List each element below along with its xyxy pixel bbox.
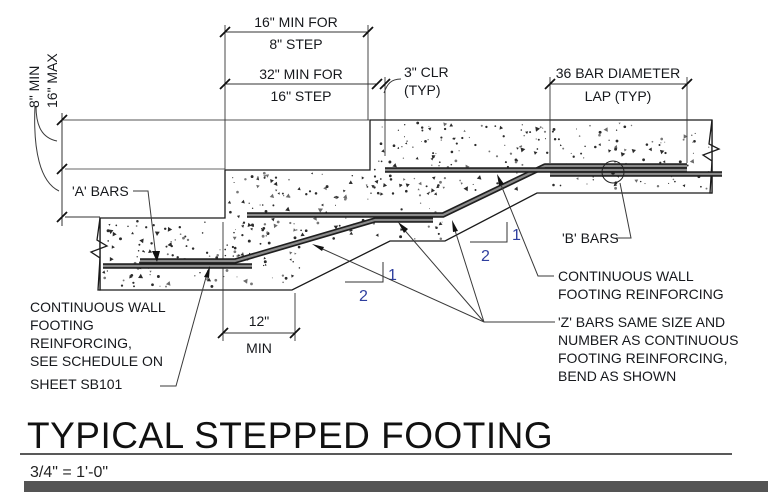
dim-clr-line1: 3" CLR (404, 64, 449, 80)
label-cont-left-2: FOOTING (30, 317, 94, 333)
label-b-bars: 'B' BARS (562, 230, 619, 246)
dim-lap-line1: 36 BAR DIAMETER (556, 65, 680, 81)
dim-run16-line2: 16" STEP (271, 88, 332, 104)
drawing-scale: 3/4" = 1'-0" (30, 464, 108, 481)
dim-12min-line2: MIN (246, 340, 272, 356)
label-z-bars-4: BEND AS SHOWN (558, 368, 676, 384)
b-bar-end-dot (611, 171, 615, 175)
dim-lap-line2: LAP (TYP) (585, 88, 652, 104)
slope-indicator-2: 1 2 (470, 222, 521, 265)
dimension-lines (56, 26, 693, 339)
slope-indicator-1: 1 2 (345, 262, 397, 305)
slope-rise-label: 1 (512, 227, 521, 244)
dim-run16-line1: 32" MIN FOR (259, 66, 343, 82)
dim-step-height-min: 8" MIN (26, 66, 42, 108)
label-z-bars-1: 'Z' BARS SAME SIZE AND (558, 314, 725, 330)
annotation-labels: 'A' BARS 'B' BARS CONTINUOUS WALL FOOTIN… (30, 183, 738, 392)
z-bar-lower (140, 217, 433, 264)
dimension-text: 8" MIN 16" MAX 16" MIN FOR 8" STEP 32" M… (26, 14, 680, 356)
title-block: TYPICAL STEPPED FOOTING 3/4" = 1'-0" (20, 415, 768, 492)
dim-clr-line2: (TYP) (404, 82, 441, 98)
dim-12min-line1: 12" (249, 313, 270, 329)
break-line-right (701, 119, 721, 194)
label-cont-left-3: REINFORCING, (30, 335, 132, 351)
dim-run8-line1: 16" MIN FOR (254, 14, 338, 30)
break-line-left (89, 217, 109, 291)
label-cont-right-1: CONTINUOUS WALL (558, 268, 694, 284)
slope-run-label: 2 (359, 288, 368, 305)
z-bar-upper (247, 163, 687, 218)
slope-run-label: 2 (481, 248, 490, 265)
leaders (34, 78, 632, 387)
dim-step-height-max: 16" MAX (44, 53, 60, 108)
label-z-bars-2: NUMBER AS CONTINUOUS (558, 332, 738, 348)
bottom-divider-band (24, 481, 768, 492)
reinforcing-bars (103, 163, 722, 269)
label-a-bars: 'A' BARS (72, 183, 129, 199)
label-cont-left-5: SHEET SB101 (30, 376, 123, 392)
b-bars-detail-circle (601, 160, 625, 184)
label-cont-right-2: FOOTING REINFORCING (558, 286, 724, 302)
label-cont-left-1: CONTINUOUS WALL (30, 299, 166, 315)
slope-rise-label: 1 (388, 267, 397, 284)
label-cont-left-4: SEE SCHEDULE ON (30, 353, 163, 369)
dim-run8-line2: 8" STEP (269, 36, 322, 52)
drawing-title: TYPICAL STEPPED FOOTING (27, 415, 553, 456)
label-z-bars-3: FOOTING REINFORCING, (558, 350, 728, 366)
